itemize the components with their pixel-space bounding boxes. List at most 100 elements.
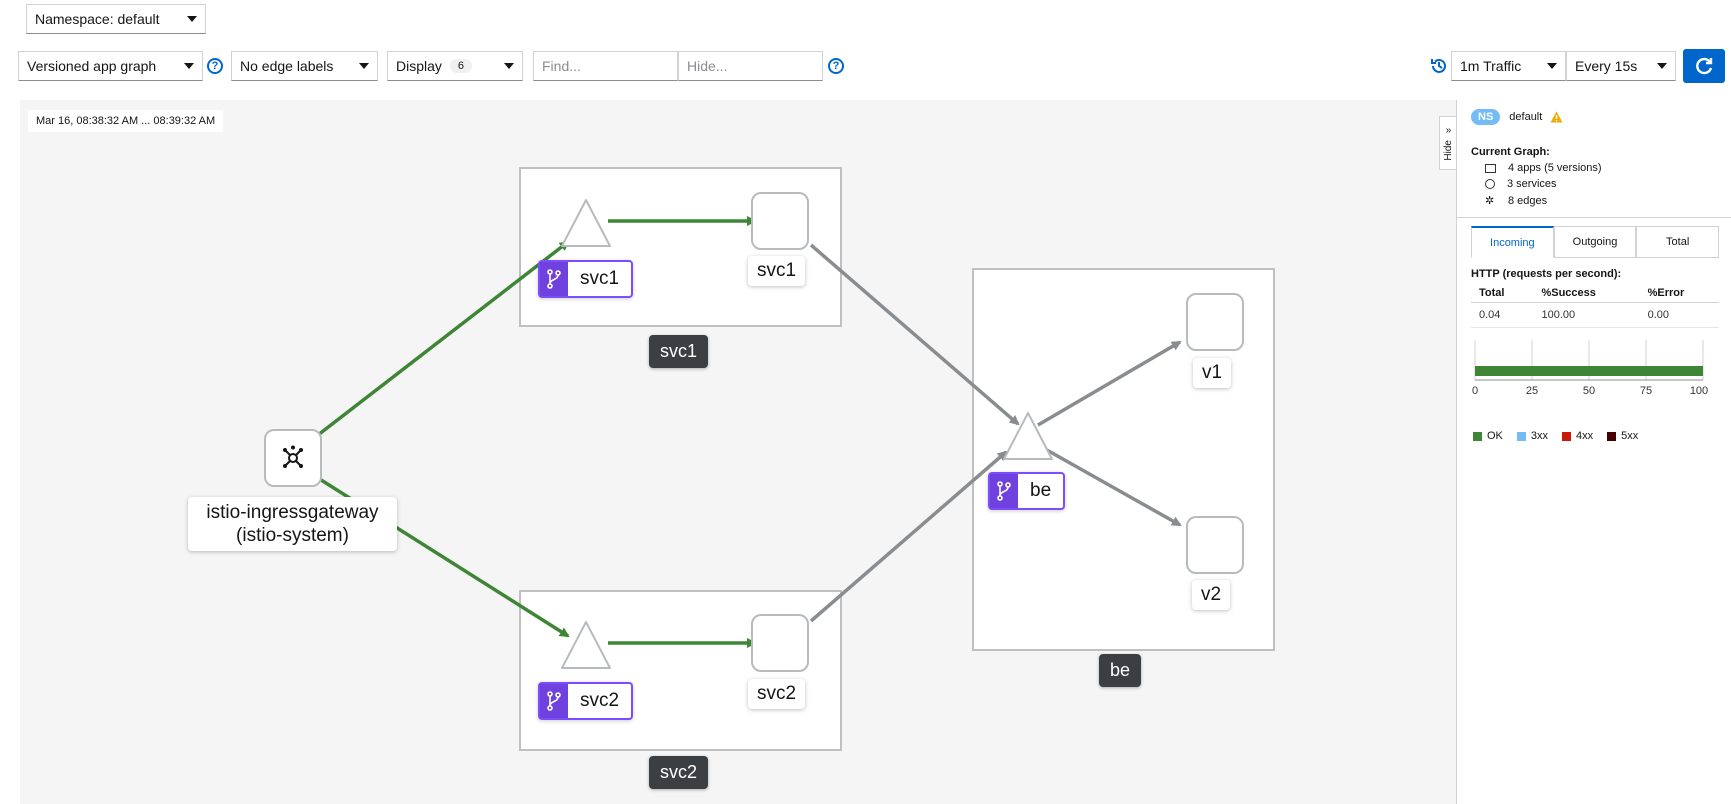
gateway-icon: [283, 445, 303, 468]
legend-label: 4xx: [1576, 430, 1594, 442]
edge-gateway-svc1[interactable]: [316, 240, 570, 437]
be-v2-label: v2: [1192, 580, 1231, 610]
svc1-workload-node[interactable]: [751, 192, 809, 250]
table-row: 0.04 100.00 0.00: [1471, 302, 1719, 328]
display-count-badge: 6: [449, 59, 473, 73]
chart-tick: 100: [1690, 385, 1708, 397]
graph-canvas[interactable]: Mar 16, 08:38:32 AM ... 08:39:32 AM isti…: [20, 100, 1456, 804]
chart-tick: 0: [1472, 385, 1478, 397]
legend-label: 3xx: [1530, 430, 1549, 442]
refresh-interval-label: Every 15s: [1575, 58, 1638, 74]
display-dropdown[interactable]: Display 6: [387, 51, 523, 81]
legend-5xx: 5xx: [1607, 430, 1638, 442]
http-stats-table: Total %Success %Error 0.04 100.00 0.00: [1471, 284, 1719, 328]
hide-panel-label: Hide: [1443, 140, 1454, 161]
edge-be-v2[interactable]: [1037, 443, 1182, 527]
summary-panel: NS default Current Graph: 4 apps (5 vers…: [1456, 100, 1731, 804]
table-cell: 0.00: [1639, 302, 1719, 328]
tab-outgoing[interactable]: Outgoing: [1553, 226, 1637, 258]
namespace-dropdown-label: Namespace: default: [35, 11, 160, 27]
be-version-text: be: [1030, 480, 1052, 501]
ingress-gateway-label: istio-ingressgateway (istio-system): [188, 497, 397, 551]
chart-tick: 50: [1583, 385, 1595, 397]
graph-type-label: Versioned app graph: [27, 58, 157, 74]
edge-labels-dropdown[interactable]: No edge labels: [231, 51, 378, 81]
success-bar: [1475, 366, 1703, 376]
svc2-version-label: svc2: [538, 682, 634, 720]
find-input[interactable]: [533, 51, 678, 81]
apps-count: 4 apps (5 versions): [1508, 162, 1602, 174]
svc1-box-label: svc1: [649, 335, 709, 368]
http-success-chart: 0 25 50 75 100: [1472, 340, 1708, 397]
chevron-down-icon: [1657, 63, 1667, 69]
graph-edges: [316, 216, 1182, 648]
history-icon[interactable]: [1430, 57, 1448, 78]
edges-count: 8 edges: [1508, 194, 1548, 207]
refresh-icon: [1696, 57, 1713, 75]
legend-3xx: 3xx: [1516, 430, 1549, 442]
chart-tick: 75: [1640, 385, 1652, 397]
branch-icon: [540, 684, 568, 718]
services-count: 3 services: [1507, 178, 1557, 190]
svc1-version-text: svc1: [580, 268, 620, 289]
panel-divider: [1457, 217, 1731, 218]
chevron-down-icon: [359, 63, 369, 69]
ingress-gateway-name: istio-ingressgateway: [206, 502, 379, 523]
ingress-gateway-node[interactable]: [264, 429, 322, 487]
ingress-gateway-namespace: (istio-system): [236, 525, 349, 546]
edges-icon: ✲: [1485, 195, 1495, 207]
services-icon: [1485, 179, 1495, 189]
table-header: %Error: [1639, 284, 1719, 303]
chart-tick: 25: [1526, 385, 1538, 397]
svc2-version-text: svc2: [580, 690, 620, 711]
chevron-down-icon: [1547, 63, 1557, 69]
tab-incoming[interactable]: Incoming: [1471, 226, 1554, 258]
refresh-interval-dropdown[interactable]: Every 15s: [1566, 51, 1676, 81]
be-v1-node[interactable]: [1186, 293, 1244, 351]
display-label: Display: [396, 58, 442, 74]
help-icon[interactable]: ?: [207, 58, 223, 74]
apps-icon: [1485, 163, 1496, 173]
branch-icon: [990, 474, 1018, 508]
graph-type-dropdown[interactable]: Versioned app graph: [18, 51, 203, 81]
current-graph-heading: Current Graph:: [1471, 146, 1550, 158]
warning-icon: [1550, 111, 1563, 123]
svc1-version-label: svc1: [538, 260, 634, 298]
branch-icon: [540, 262, 568, 296]
legend-4xx: 4xx: [1562, 430, 1593, 442]
edge-svc2-be[interactable]: [809, 450, 1008, 623]
ns-badge: NS: [1471, 109, 1501, 125]
hide-input[interactable]: [678, 51, 823, 81]
be-v2-node[interactable]: [1186, 516, 1244, 574]
traffic-dropdown[interactable]: 1m Traffic: [1451, 51, 1566, 81]
hide-panel-tab[interactable]: » Hide: [1439, 116, 1457, 170]
http-heading: HTTP (requests per second):: [1471, 268, 1622, 280]
namespace-dropdown[interactable]: Namespace: default: [26, 4, 206, 34]
graph-timestamp: Mar 16, 08:38:32 AM ... 08:39:32 AM: [28, 110, 224, 132]
svc2-workload-node[interactable]: [751, 614, 809, 672]
traffic-label: 1m Traffic: [1460, 58, 1522, 74]
be-box-label: be: [1099, 654, 1142, 687]
be-service-node[interactable]: [1000, 409, 1056, 465]
svc1-service-node[interactable]: [558, 196, 614, 252]
be-version-label: be: [988, 472, 1066, 510]
traffic-tabs: Incoming Outgoing Total: [1471, 226, 1720, 258]
edge-svc1-be[interactable]: [809, 243, 1020, 426]
tab-total[interactable]: Total: [1636, 226, 1720, 258]
legend-ok: OK: [1473, 430, 1503, 442]
table-header: %Success: [1533, 284, 1640, 303]
svc2-service-node[interactable]: [558, 618, 614, 674]
be-v1-label: v1: [1193, 358, 1232, 388]
chevron-down-icon: [184, 63, 194, 69]
table-cell: 100.00: [1533, 302, 1640, 328]
namespace-name[interactable]: default: [1509, 111, 1543, 123]
help-icon[interactable]: ?: [828, 58, 844, 74]
table-cell: 0.04: [1471, 302, 1534, 328]
edge-be-v1[interactable]: [1037, 340, 1182, 427]
svc1-workload-label: svc1: [748, 256, 806, 286]
refresh-button[interactable]: [1683, 49, 1725, 83]
table-header: Total: [1471, 284, 1534, 303]
chevron-down-icon: [187, 16, 197, 22]
double-chevron-icon: »: [1445, 125, 1452, 137]
svc2-box-label: svc2: [649, 756, 709, 789]
